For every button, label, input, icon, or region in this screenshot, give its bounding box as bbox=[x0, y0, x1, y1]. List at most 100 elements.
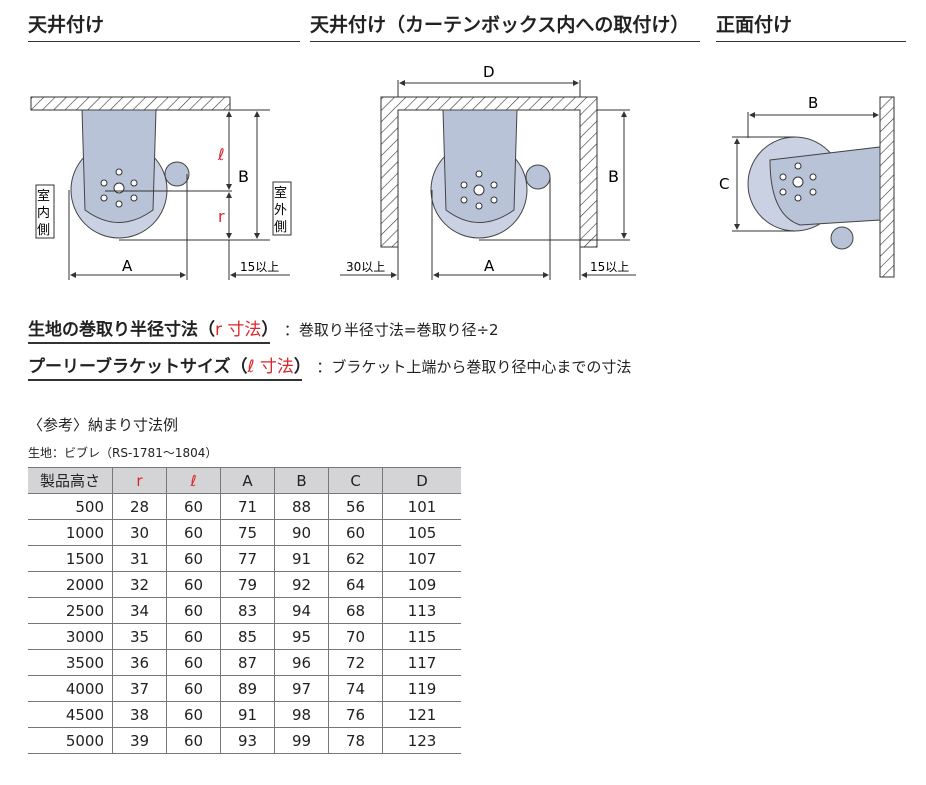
table-cell: 91 bbox=[220, 701, 275, 728]
header-ell: ℓ bbox=[166, 467, 221, 494]
table-cell: 60 bbox=[166, 493, 221, 520]
curtain-box-mount-diagram: D B A 30以上 15以上 bbox=[340, 63, 636, 280]
b-label-3: B bbox=[808, 94, 818, 112]
table-cell: 64 bbox=[328, 571, 383, 598]
d-label: D bbox=[483, 63, 495, 81]
table-cell: 56 bbox=[328, 493, 383, 520]
header-c: C bbox=[328, 467, 383, 494]
table-cell: 96 bbox=[274, 649, 329, 676]
outdoor-label-2: 外 bbox=[274, 203, 287, 218]
table-cell: 4000 bbox=[28, 675, 113, 702]
table-cell: 38 bbox=[111, 701, 167, 728]
table-cell: 68 bbox=[328, 597, 383, 624]
table-cell: 3500 bbox=[28, 649, 113, 676]
table-cell: 60 bbox=[166, 545, 221, 572]
indoor-label-3: 側 bbox=[37, 223, 50, 238]
table-cell: 60 bbox=[328, 519, 383, 546]
b-label-2: B bbox=[608, 167, 619, 186]
header-d: D bbox=[382, 467, 461, 494]
b-label: B bbox=[238, 167, 249, 186]
ell-label: ℓ bbox=[217, 145, 225, 164]
table-cell: 89 bbox=[220, 675, 275, 702]
table-cell: 1000 bbox=[28, 519, 113, 546]
c-label: C bbox=[719, 175, 729, 193]
table-cell: 32 bbox=[111, 571, 167, 598]
table-cell: 2500 bbox=[28, 597, 113, 624]
table-cell: 121 bbox=[382, 701, 461, 728]
table-cell: 30 bbox=[111, 519, 167, 546]
table-cell: 60 bbox=[166, 727, 221, 754]
table-cell: 97 bbox=[274, 675, 329, 702]
front-mount-diagram: B C bbox=[719, 94, 895, 278]
table-cell: 28 bbox=[111, 493, 167, 520]
table-cell: 71 bbox=[220, 493, 275, 520]
table-cell: 39 bbox=[111, 727, 167, 754]
outdoor-label-3: 側 bbox=[274, 220, 287, 235]
table-cell: 109 bbox=[382, 571, 461, 598]
table-cell: 62 bbox=[328, 545, 383, 572]
table-cell: 74 bbox=[328, 675, 383, 702]
table-cell: 101 bbox=[382, 493, 461, 520]
table-cell: 98 bbox=[274, 701, 329, 728]
table-cell: 3000 bbox=[28, 623, 113, 650]
definition-r-label: 生地の巻取り半径寸法（r 寸法） bbox=[28, 320, 270, 344]
table-header-row: 製品高さ r ℓ A B C D bbox=[28, 467, 461, 494]
ceiling-mount-diagram: ℓ r B A 15以上 室 内 側 室 外 側 bbox=[30, 96, 292, 280]
table-cell: 70 bbox=[328, 623, 383, 650]
table-cell: 119 bbox=[382, 675, 461, 702]
table-cell: 60 bbox=[166, 675, 221, 702]
table-cell: 500 bbox=[28, 493, 113, 520]
table-cell: 72 bbox=[328, 649, 383, 676]
table-cell: 90 bbox=[274, 519, 329, 546]
indoor-label-1: 室 bbox=[37, 188, 50, 204]
table-cell: 83 bbox=[220, 597, 275, 624]
table-cell: 85 bbox=[220, 623, 275, 650]
table-cell: 99 bbox=[274, 727, 329, 754]
table-cell: 31 bbox=[111, 545, 167, 572]
indoor-label-2: 内 bbox=[37, 205, 50, 221]
table-cell: 1500 bbox=[28, 545, 113, 572]
definition-ell: プーリーブラケットサイズ（ℓ 寸法）：ブラケット上端から巻取り径中心までの寸法 bbox=[28, 352, 632, 381]
table-cell: 5000 bbox=[28, 727, 113, 754]
table-cell: 60 bbox=[166, 597, 221, 624]
table-cell: 4500 bbox=[28, 701, 113, 728]
definition-r-desc: ：巻取り半径寸法=巻取り径÷2 bbox=[283, 321, 499, 339]
table-cell: 123 bbox=[382, 727, 461, 754]
fabric-label: 生地：ビブレ（RS-1781～1804） bbox=[28, 446, 218, 460]
table-cell: 93 bbox=[220, 727, 275, 754]
table-cell: 95 bbox=[274, 623, 329, 650]
table-cell: 115 bbox=[382, 623, 461, 650]
outdoor-label-1: 室 bbox=[274, 185, 287, 201]
table-cell: 35 bbox=[111, 623, 167, 650]
section-title-curtain-box: 天井付け（カーテンボックス内への取付け） bbox=[310, 10, 700, 42]
header-height: 製品高さ bbox=[28, 467, 113, 494]
table-cell: 77 bbox=[220, 545, 275, 572]
table-cell: 105 bbox=[382, 519, 461, 546]
table-cell: 60 bbox=[166, 701, 221, 728]
r-label: r bbox=[218, 207, 225, 226]
table-cell: 2000 bbox=[28, 571, 113, 598]
header-b: B bbox=[274, 467, 329, 494]
a-label: A bbox=[122, 257, 133, 275]
table-cell: 34 bbox=[111, 597, 167, 624]
table-cell: 37 bbox=[111, 675, 167, 702]
reference-title: 〈参考〉納まり寸法例 bbox=[28, 416, 179, 434]
mounting-diagrams: ℓ r B A 15以上 室 内 側 室 外 側 D B A 30以上 15以上… bbox=[30, 63, 895, 280]
table-cell: 78 bbox=[328, 727, 383, 754]
min30-label: 30以上 bbox=[346, 260, 385, 274]
definition-r: 生地の巻取り半径寸法（r 寸法） ：巻取り半径寸法=巻取り径÷2 bbox=[28, 315, 499, 344]
definition-ell-desc: ：ブラケット上端から巻取り径中心までの寸法 bbox=[316, 358, 632, 376]
min15-label: 15以上 bbox=[240, 260, 279, 274]
table-cell: 88 bbox=[274, 493, 329, 520]
a-label-2: A bbox=[484, 257, 495, 275]
table-cell: 107 bbox=[382, 545, 461, 572]
table-cell: 36 bbox=[111, 649, 167, 676]
header-a: A bbox=[220, 467, 275, 494]
section-title-ceiling: 天井付け bbox=[28, 10, 300, 42]
